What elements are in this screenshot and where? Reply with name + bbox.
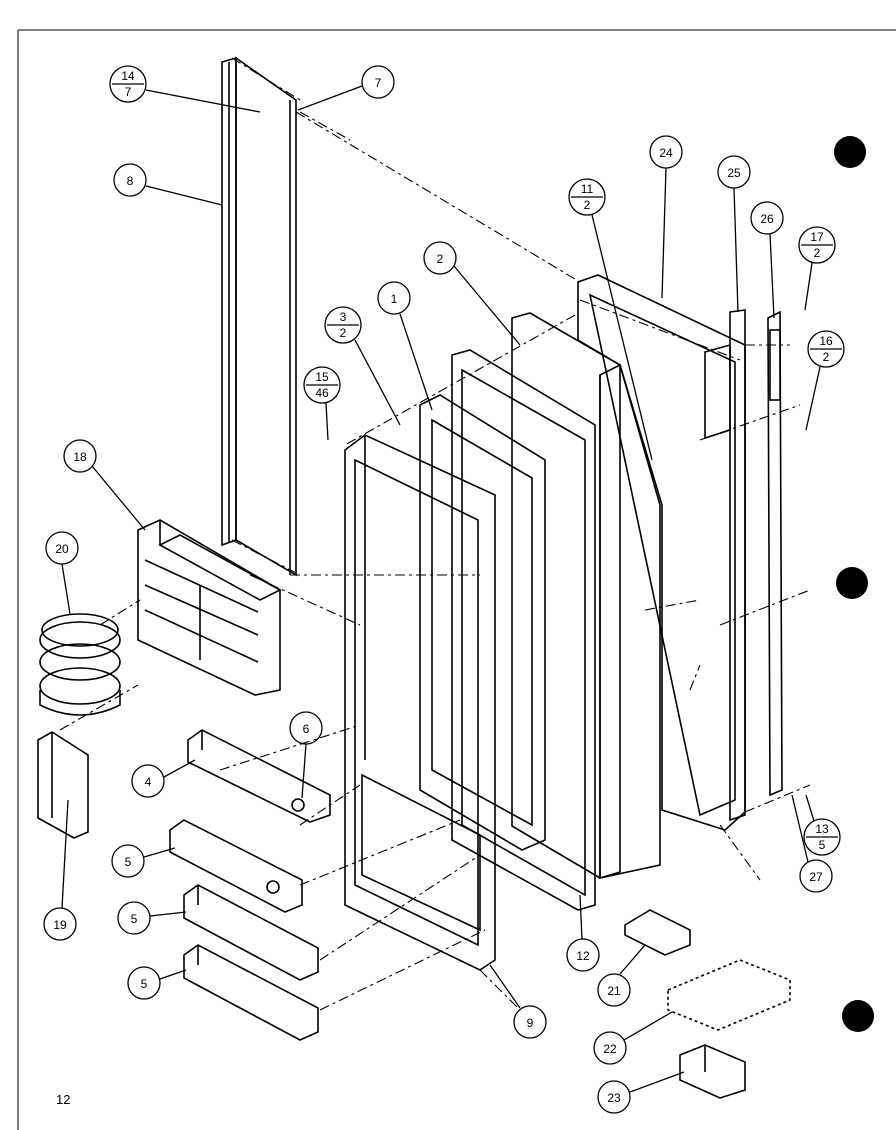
callout-7: 7 [297, 65, 395, 111]
callout-26: 26 [750, 201, 784, 319]
part-19-cover-plate [37, 731, 89, 839]
part-5-door-bin-b [183, 884, 319, 981]
callout-25: 25 [717, 155, 751, 313]
callout-24-label: 24 [659, 146, 673, 160]
callout-19: 19 [43, 799, 77, 941]
callout-9: 9 [489, 964, 547, 1039]
binder-hole-middle [836, 567, 868, 599]
part-3-frame [419, 394, 546, 851]
callout-23: 23 [597, 1071, 685, 1114]
callout-12-label: 12 [576, 949, 590, 963]
callout-22-label: 22 [603, 1042, 617, 1056]
callout-17-2-bottom: 2 [814, 246, 821, 260]
binder-hole-top [834, 136, 866, 168]
part-18-basket [137, 519, 282, 696]
callout-5-b: 5 [117, 901, 187, 935]
callout-14-7-bottom: 7 [125, 85, 132, 99]
callout-21: 21 [597, 944, 646, 1007]
callout-3-2-top: 3 [340, 310, 347, 324]
callout-6-label: 6 [303, 722, 310, 736]
callout-21-label: 21 [607, 984, 621, 998]
part-25-handle-trim [729, 309, 746, 822]
callout-3-2: 3 2 [324, 306, 401, 426]
callout-5-b-label: 5 [131, 912, 138, 926]
callout-1: 1 [377, 281, 433, 411]
callout-2-label: 2 [437, 252, 444, 266]
callout-5-a: 5 [111, 844, 176, 878]
part-23-block [679, 1044, 746, 1099]
part-4-door-bin [187, 729, 331, 823]
callout-15-46-bottom: 46 [315, 386, 329, 400]
callout-16-2: 16 2 [805, 330, 845, 431]
callout-11-2-top: 11 [581, 182, 594, 196]
callout-8: 8 [113, 163, 223, 206]
part-5-door-bin-a [169, 819, 303, 913]
callout-27-label: 27 [809, 870, 823, 884]
callout-16-2-bottom: 2 [823, 350, 830, 364]
callout-5-c: 5 [127, 966, 187, 1000]
callout-9-label: 9 [527, 1016, 534, 1030]
callout-20-label: 20 [55, 542, 69, 556]
callout-18: 18 [63, 439, 146, 531]
callout-6: 6 [289, 711, 323, 799]
callout-26-label: 26 [760, 212, 774, 226]
callout-25-label: 25 [727, 166, 741, 180]
part-20-containers [39, 613, 121, 716]
callout-17-2-top: 17 [810, 230, 824, 244]
part-22-component [667, 959, 791, 1031]
binder-hole-bottom [842, 1000, 874, 1032]
callout-13-5-bottom: 5 [819, 838, 826, 852]
callout-8-label: 8 [127, 174, 134, 188]
callout-4: 4 [131, 759, 196, 798]
callout-5-c-label: 5 [141, 977, 148, 991]
callout-13-5-top: 13 [815, 822, 829, 836]
callout-2: 2 [423, 241, 521, 346]
part-26-handle [767, 310, 783, 797]
part-9-door-liner [344, 434, 496, 971]
callout-14-7: 14 7 [109, 65, 261, 113]
part-5-door-bin-c [183, 944, 319, 1041]
callout-23-label: 23 [607, 1091, 621, 1105]
callout-15-46-top: 15 [315, 370, 329, 384]
part-8-trim-strip [221, 56, 297, 577]
callout-20: 20 [45, 531, 79, 615]
callout-12: 12 [566, 894, 600, 972]
callout-19-label: 19 [53, 918, 67, 932]
callout-18-label: 18 [73, 450, 87, 464]
part-2-door-panel [511, 312, 661, 879]
part-21-tray [624, 909, 691, 956]
callout-15-46: 15 46 [303, 366, 341, 441]
callout-1-label: 1 [391, 292, 398, 306]
callout-16-2-top: 16 [819, 334, 833, 348]
callout-5-a-label: 5 [125, 855, 132, 869]
callout-11-2-bottom: 2 [584, 198, 591, 212]
callout-4-label: 4 [145, 775, 152, 789]
callout-3-2-bottom: 2 [340, 326, 347, 340]
callout-14-7-top: 14 [121, 69, 135, 83]
part-12-gasket [451, 349, 596, 911]
callout-7-label: 7 [375, 76, 382, 90]
callout-13-5: 13 5 [803, 794, 841, 856]
callout-27: 27 [791, 794, 833, 893]
callout-11-2: 11 2 [568, 178, 653, 461]
page-number: 12 [56, 1092, 71, 1107]
callout-24: 24 [649, 135, 683, 299]
callout-17-2: 17 2 [798, 226, 836, 311]
callout-22: 22 [593, 1011, 673, 1065]
